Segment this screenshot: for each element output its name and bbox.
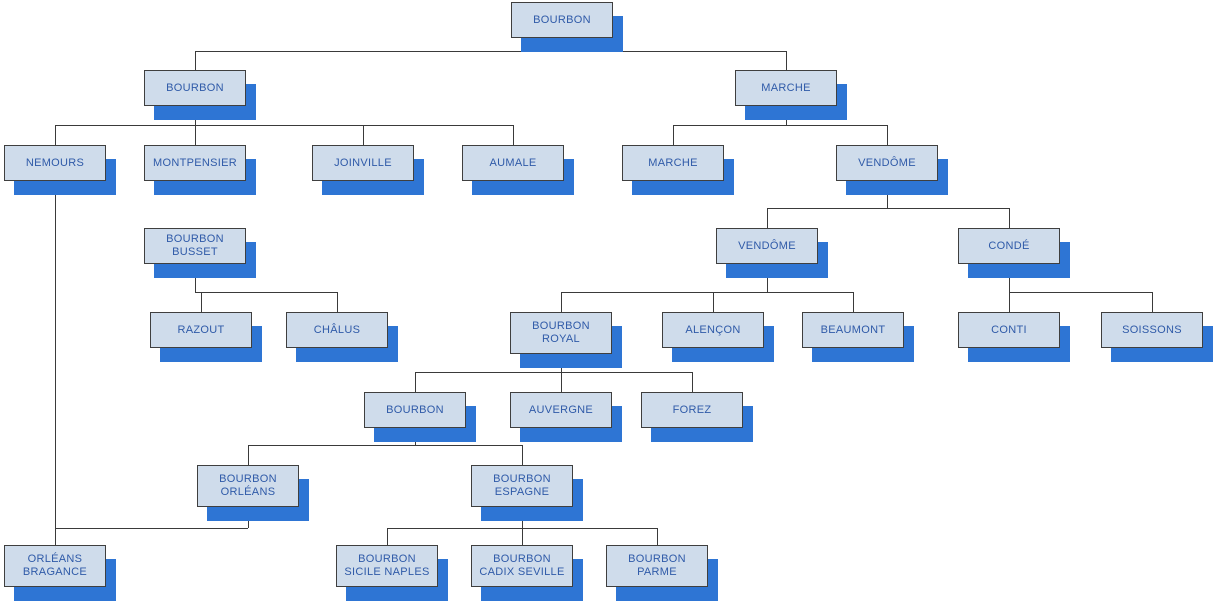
connector-line xyxy=(387,528,388,545)
connector-line xyxy=(55,125,56,145)
connector-line xyxy=(195,51,786,52)
connector-line xyxy=(337,292,338,312)
node-label: ALENÇON xyxy=(685,323,741,336)
node-label: VENDÔME xyxy=(858,156,916,169)
node-bourbon-parme[interactable]: BOURBON PARME xyxy=(606,545,708,587)
connector-line xyxy=(767,264,768,292)
node-label: RAZOUT xyxy=(177,323,225,336)
node-bourbon-cadix-seville[interactable]: BOURBON CADIX SEVILLE xyxy=(471,545,573,587)
node-label: BOURBON ROYAL xyxy=(532,320,590,345)
node-label: BOURBON SICILE NAPLES xyxy=(344,553,430,578)
connector-line xyxy=(692,372,693,392)
node-nemours[interactable]: NEMOURS xyxy=(4,145,106,181)
node-label: BEAUMONT xyxy=(820,323,886,336)
node-label: BOURBON ORLÉANS xyxy=(219,473,277,498)
node-label: BOURBON CADIX SEVILLE xyxy=(479,553,565,578)
node-label: CONTI xyxy=(991,323,1027,336)
connector-line xyxy=(201,292,202,312)
node-bourbon-espagne[interactable]: BOURBON ESPAGNE xyxy=(471,465,573,507)
node-bourbon-royal[interactable]: BOURBON ROYAL xyxy=(510,312,612,354)
node-label: BOURBON ESPAGNE xyxy=(493,473,551,498)
node-bourbon-sicile-naples[interactable]: BOURBON SICILE NAPLES xyxy=(336,545,438,587)
node-orleans-bragance[interactable]: ORLÉANS BRAGANCE xyxy=(4,545,106,587)
connector-line xyxy=(1009,292,1152,293)
connector-line xyxy=(561,292,562,312)
node-alencon[interactable]: ALENÇON xyxy=(662,312,764,348)
connector-line xyxy=(713,292,714,312)
node-label: BOURBON xyxy=(166,81,224,94)
node-vendome-l3[interactable]: VENDÔME xyxy=(716,228,818,264)
node-razout[interactable]: RAZOUT xyxy=(150,312,252,348)
node-joinville[interactable]: JOINVILLE xyxy=(312,145,414,181)
node-bourbon-l5[interactable]: BOURBON xyxy=(364,392,466,428)
node-conde[interactable]: CONDÉ xyxy=(958,228,1060,264)
connector-line xyxy=(363,125,364,145)
node-label: MONTPENSIER xyxy=(153,156,237,169)
node-label: BOURBON PARME xyxy=(628,553,686,578)
connector-line xyxy=(55,125,513,126)
connector-line xyxy=(415,372,692,373)
connector-line xyxy=(55,528,56,545)
node-bourbon-l1[interactable]: BOURBON xyxy=(144,70,246,106)
node-bourbon-root[interactable]: BOURBON xyxy=(511,2,613,38)
connector-line xyxy=(657,528,658,545)
connector-line xyxy=(513,125,514,145)
connector-line xyxy=(561,372,562,392)
node-conti[interactable]: CONTI xyxy=(958,312,1060,348)
node-vendome-l2[interactable]: VENDÔME xyxy=(836,145,938,181)
node-label: ORLÉANS BRAGANCE xyxy=(22,553,88,578)
connector-line xyxy=(1009,292,1010,312)
connector-line xyxy=(673,125,674,145)
connector-line xyxy=(195,125,196,145)
connector-line xyxy=(522,445,523,465)
connector-line xyxy=(55,528,248,529)
node-label: AUMALE xyxy=(489,156,537,169)
node-bourbon-busset[interactable]: BOURBON BUSSET xyxy=(144,228,246,264)
connector-line xyxy=(561,292,853,293)
connector-line xyxy=(887,125,888,145)
node-label: BOURBON xyxy=(386,403,444,416)
node-marche-l2[interactable]: MARCHE xyxy=(622,145,724,181)
connector-line xyxy=(673,125,887,126)
connector-line xyxy=(248,445,522,446)
node-label: VENDÔME xyxy=(738,239,796,252)
connector-line xyxy=(195,292,337,293)
node-forez[interactable]: FOREZ xyxy=(641,392,743,428)
node-label: AUVERGNE xyxy=(528,403,594,416)
node-soissons[interactable]: SOISSONS xyxy=(1101,312,1203,348)
node-label: NEMOURS xyxy=(25,156,85,169)
node-montpensier[interactable]: MONTPENSIER xyxy=(144,145,246,181)
node-chalus[interactable]: CHÂLUS xyxy=(286,312,388,348)
node-label: FOREZ xyxy=(672,403,712,416)
node-label: JOINVILLE xyxy=(334,156,392,169)
connector-line xyxy=(195,264,196,292)
connector-line xyxy=(195,51,196,70)
node-label: BOURBON BUSSET xyxy=(166,233,224,258)
connector-line xyxy=(1009,264,1010,292)
connector-line xyxy=(55,181,56,528)
connector-line xyxy=(767,208,768,228)
connector-line xyxy=(767,208,1009,209)
node-label: CHÂLUS xyxy=(313,323,361,336)
node-label: SOISSONS xyxy=(1122,323,1182,336)
node-label: MARCHE xyxy=(648,156,698,169)
connector-line xyxy=(522,528,523,545)
node-auvergne[interactable]: AUVERGNE xyxy=(510,392,612,428)
node-label: MARCHE xyxy=(761,81,811,94)
node-bourbon-orleans[interactable]: BOURBON ORLÉANS xyxy=(197,465,299,507)
node-label: CONDÉ xyxy=(988,239,1030,252)
connector-line xyxy=(1009,208,1010,228)
connector-line xyxy=(1152,292,1153,312)
connector-line xyxy=(786,51,787,70)
node-beaumont[interactable]: BEAUMONT xyxy=(802,312,904,348)
node-aumale[interactable]: AUMALE xyxy=(462,145,564,181)
node-label: BOURBON xyxy=(533,13,591,26)
connector-line xyxy=(853,292,854,312)
node-marche-l1[interactable]: MARCHE xyxy=(735,70,837,106)
connector-line xyxy=(248,445,249,465)
connector-line xyxy=(415,372,416,392)
